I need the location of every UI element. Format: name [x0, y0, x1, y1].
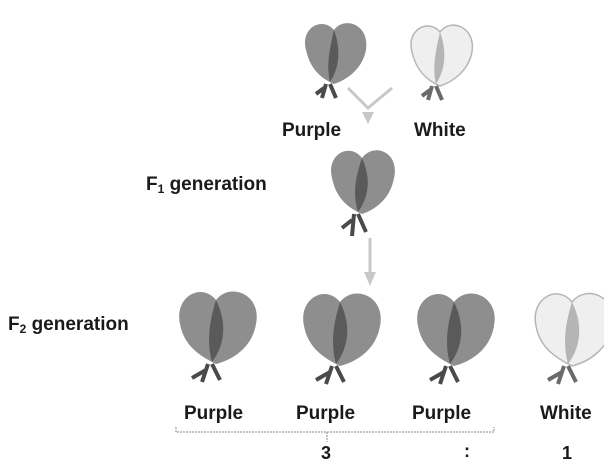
f2-label-2: Purple [296, 404, 355, 423]
parent-purple-flower [296, 14, 374, 100]
ratio-left: 3 [321, 444, 331, 462]
f2-white-flower [528, 282, 604, 386]
cross-arrowhead [362, 112, 374, 124]
f2-purple-flower-2 [296, 282, 388, 386]
f1-purple-flower [322, 140, 404, 238]
parent-purple-label: Purple [282, 121, 341, 140]
purple-group-bracket [176, 427, 494, 432]
f2-suffix: generation [26, 314, 128, 335]
ratio-right: 1 [562, 444, 572, 462]
f2-label-3: Purple [412, 404, 471, 423]
parent-white-flower [402, 16, 480, 102]
f2-purple-flower-1 [172, 280, 264, 384]
f1-generation-label: F1 generation [146, 175, 267, 195]
f2-generation-label: F2 generation [8, 315, 129, 335]
f2-prefix: F [8, 314, 20, 335]
f1-suffix: generation [164, 174, 266, 195]
ratio-separator: : [464, 442, 470, 460]
parent-white-label: White [414, 121, 466, 140]
f2-label-4: White [540, 404, 592, 423]
f2-purple-flower-3 [410, 282, 502, 386]
f1-prefix: F [146, 174, 158, 195]
f2-label-1: Purple [184, 404, 243, 423]
